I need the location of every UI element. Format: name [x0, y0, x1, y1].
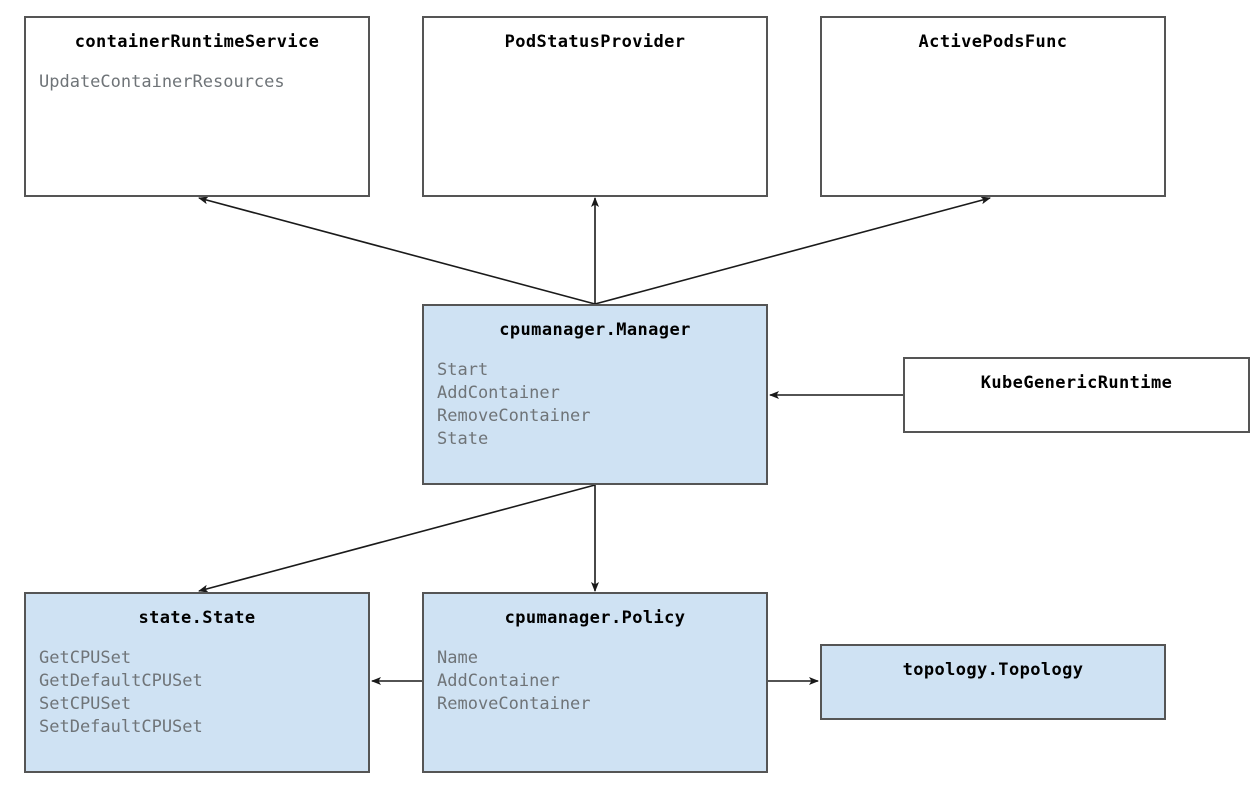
- method-item: GetDefaultCPUSet: [39, 671, 203, 691]
- node-methods-containerRuntimeService: UpdateContainerResources: [39, 71, 360, 94]
- node-title-containerRuntimeService: containerRuntimeService: [74, 32, 320, 52]
- method-item: RemoveContainer: [437, 406, 591, 426]
- edge-manager-to-activePodsFunc: [594, 196, 991, 305]
- node-title-KubeGenericRuntime: KubeGenericRuntime: [980, 373, 1173, 393]
- method-item: GetCPUSet: [39, 648, 132, 668]
- node-title-PodStatusProvider: PodStatusProvider: [504, 32, 686, 52]
- node-title-cpumanagerManager: cpumanager.Manager: [499, 320, 691, 340]
- method-item: Name: [437, 648, 478, 668]
- node-PodStatusProvider[interactable]: PodStatusProvider: [422, 16, 768, 197]
- method-item: State: [437, 429, 489, 449]
- method-item: RemoveContainer: [437, 694, 591, 714]
- method-item: SetCPUSet: [39, 694, 132, 714]
- node-topologyTopology[interactable]: topology.Topology: [820, 644, 1166, 720]
- edge-manager-to-containerRuntimeService: [198, 196, 596, 305]
- edge-manager-to-stateState: [198, 484, 596, 593]
- node-title-cpumanagerPolicy: cpumanager.Policy: [504, 608, 686, 628]
- method-item: AddContainer: [437, 671, 560, 691]
- node-ActivePodsFunc[interactable]: ActivePodsFunc: [820, 16, 1166, 197]
- method-item: AddContainer: [437, 383, 560, 403]
- node-title-topologyTopology: topology.Topology: [902, 660, 1084, 680]
- method-item: SetDefaultCPUSet: [39, 717, 203, 737]
- node-KubeGenericRuntime[interactable]: KubeGenericRuntime: [903, 357, 1250, 433]
- node-title-ActivePodsFunc: ActivePodsFunc: [918, 32, 1068, 52]
- node-title-stateState: state.State: [138, 608, 256, 628]
- method-item: Start: [437, 360, 489, 380]
- method-item: UpdateContainerResources: [39, 72, 285, 92]
